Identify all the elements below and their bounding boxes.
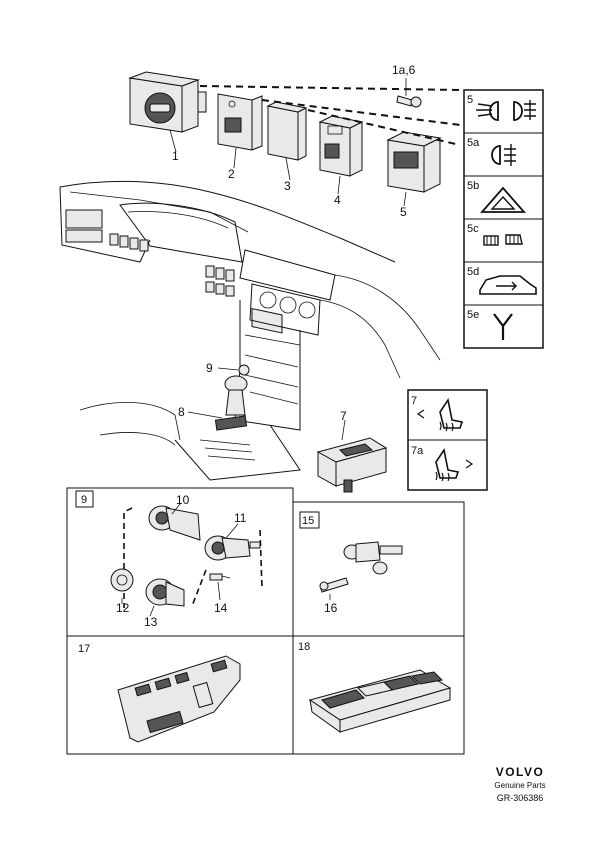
- lower-frame: [66, 487, 465, 755]
- switch-row-center: [205, 265, 235, 297]
- window-switch-panel-part-18: [308, 669, 452, 733]
- callout-2: 2: [228, 167, 235, 181]
- legend-code-5d: 5d: [467, 266, 479, 278]
- brand-logo: VOLVO: [496, 765, 545, 779]
- callout-4: 4: [334, 193, 341, 207]
- callout-3: 3: [284, 179, 291, 193]
- box-label-17: 17: [78, 643, 90, 655]
- fog-lights-icon: [476, 100, 536, 121]
- switch-row-left: [109, 233, 149, 252]
- footer-code: GR-306386: [497, 793, 544, 803]
- callout-1: 1: [172, 149, 179, 163]
- callout-14: 14: [214, 601, 228, 615]
- callout-12: 12: [116, 601, 130, 615]
- rear-fog-light-icon: [491, 144, 516, 166]
- light-switch-part-1: [128, 71, 207, 133]
- seat-heater-left-icon: [416, 397, 464, 432]
- box-label-15: 15: [302, 515, 314, 527]
- switch-part-4: [318, 115, 364, 177]
- legend-code-5a: 5a: [467, 137, 480, 149]
- central-locking-icon: [479, 275, 537, 295]
- seat-code-7a: 7a: [411, 445, 424, 457]
- seat-heater-switch-part-7: [316, 437, 388, 493]
- legend-code-5e: 5e: [467, 309, 479, 321]
- dashboard-illustration: [59, 180, 441, 481]
- heated-rear-window-icon: [483, 234, 523, 246]
- blank-cover-part-3: [266, 101, 308, 161]
- box-label-18: 18: [298, 641, 310, 653]
- switch-panel-part-17: [117, 655, 241, 743]
- hazard-warning-icon: [480, 186, 526, 213]
- switch-part-15: [319, 541, 403, 593]
- footer-tagline: Genuine Parts: [494, 781, 545, 790]
- legend-code-5b: 5b: [467, 180, 479, 192]
- switch-part-5: [386, 131, 442, 193]
- legend-code-5: 5: [467, 94, 473, 106]
- legend-code-5c: 5c: [467, 223, 479, 235]
- callout-10: 10: [176, 493, 190, 507]
- callout-9: 9: [206, 361, 213, 375]
- antenna-icon: [493, 313, 513, 340]
- cigarette-lighter-assembly: [110, 505, 263, 608]
- callout-8: 8: [178, 405, 185, 419]
- callout-13: 13: [144, 615, 158, 629]
- seat-code-7: 7: [411, 395, 417, 407]
- screw-part-1a: [396, 95, 422, 108]
- callout-5: 5: [400, 205, 407, 219]
- seat-heater-panel: [407, 389, 488, 491]
- legend-panel-5: [463, 89, 544, 349]
- callout-11: 11: [234, 511, 247, 525]
- callout-7: 7: [340, 409, 347, 423]
- box-label-9: 9: [81, 494, 87, 506]
- box-label-9-frame: [75, 490, 94, 508]
- box-label-15-frame: [299, 511, 320, 529]
- seat-heater-right-icon: [435, 447, 474, 482]
- callout-1a-6: 1a,6: [392, 63, 416, 77]
- switch-part-2: [217, 93, 263, 151]
- callout-16: 16: [324, 601, 338, 615]
